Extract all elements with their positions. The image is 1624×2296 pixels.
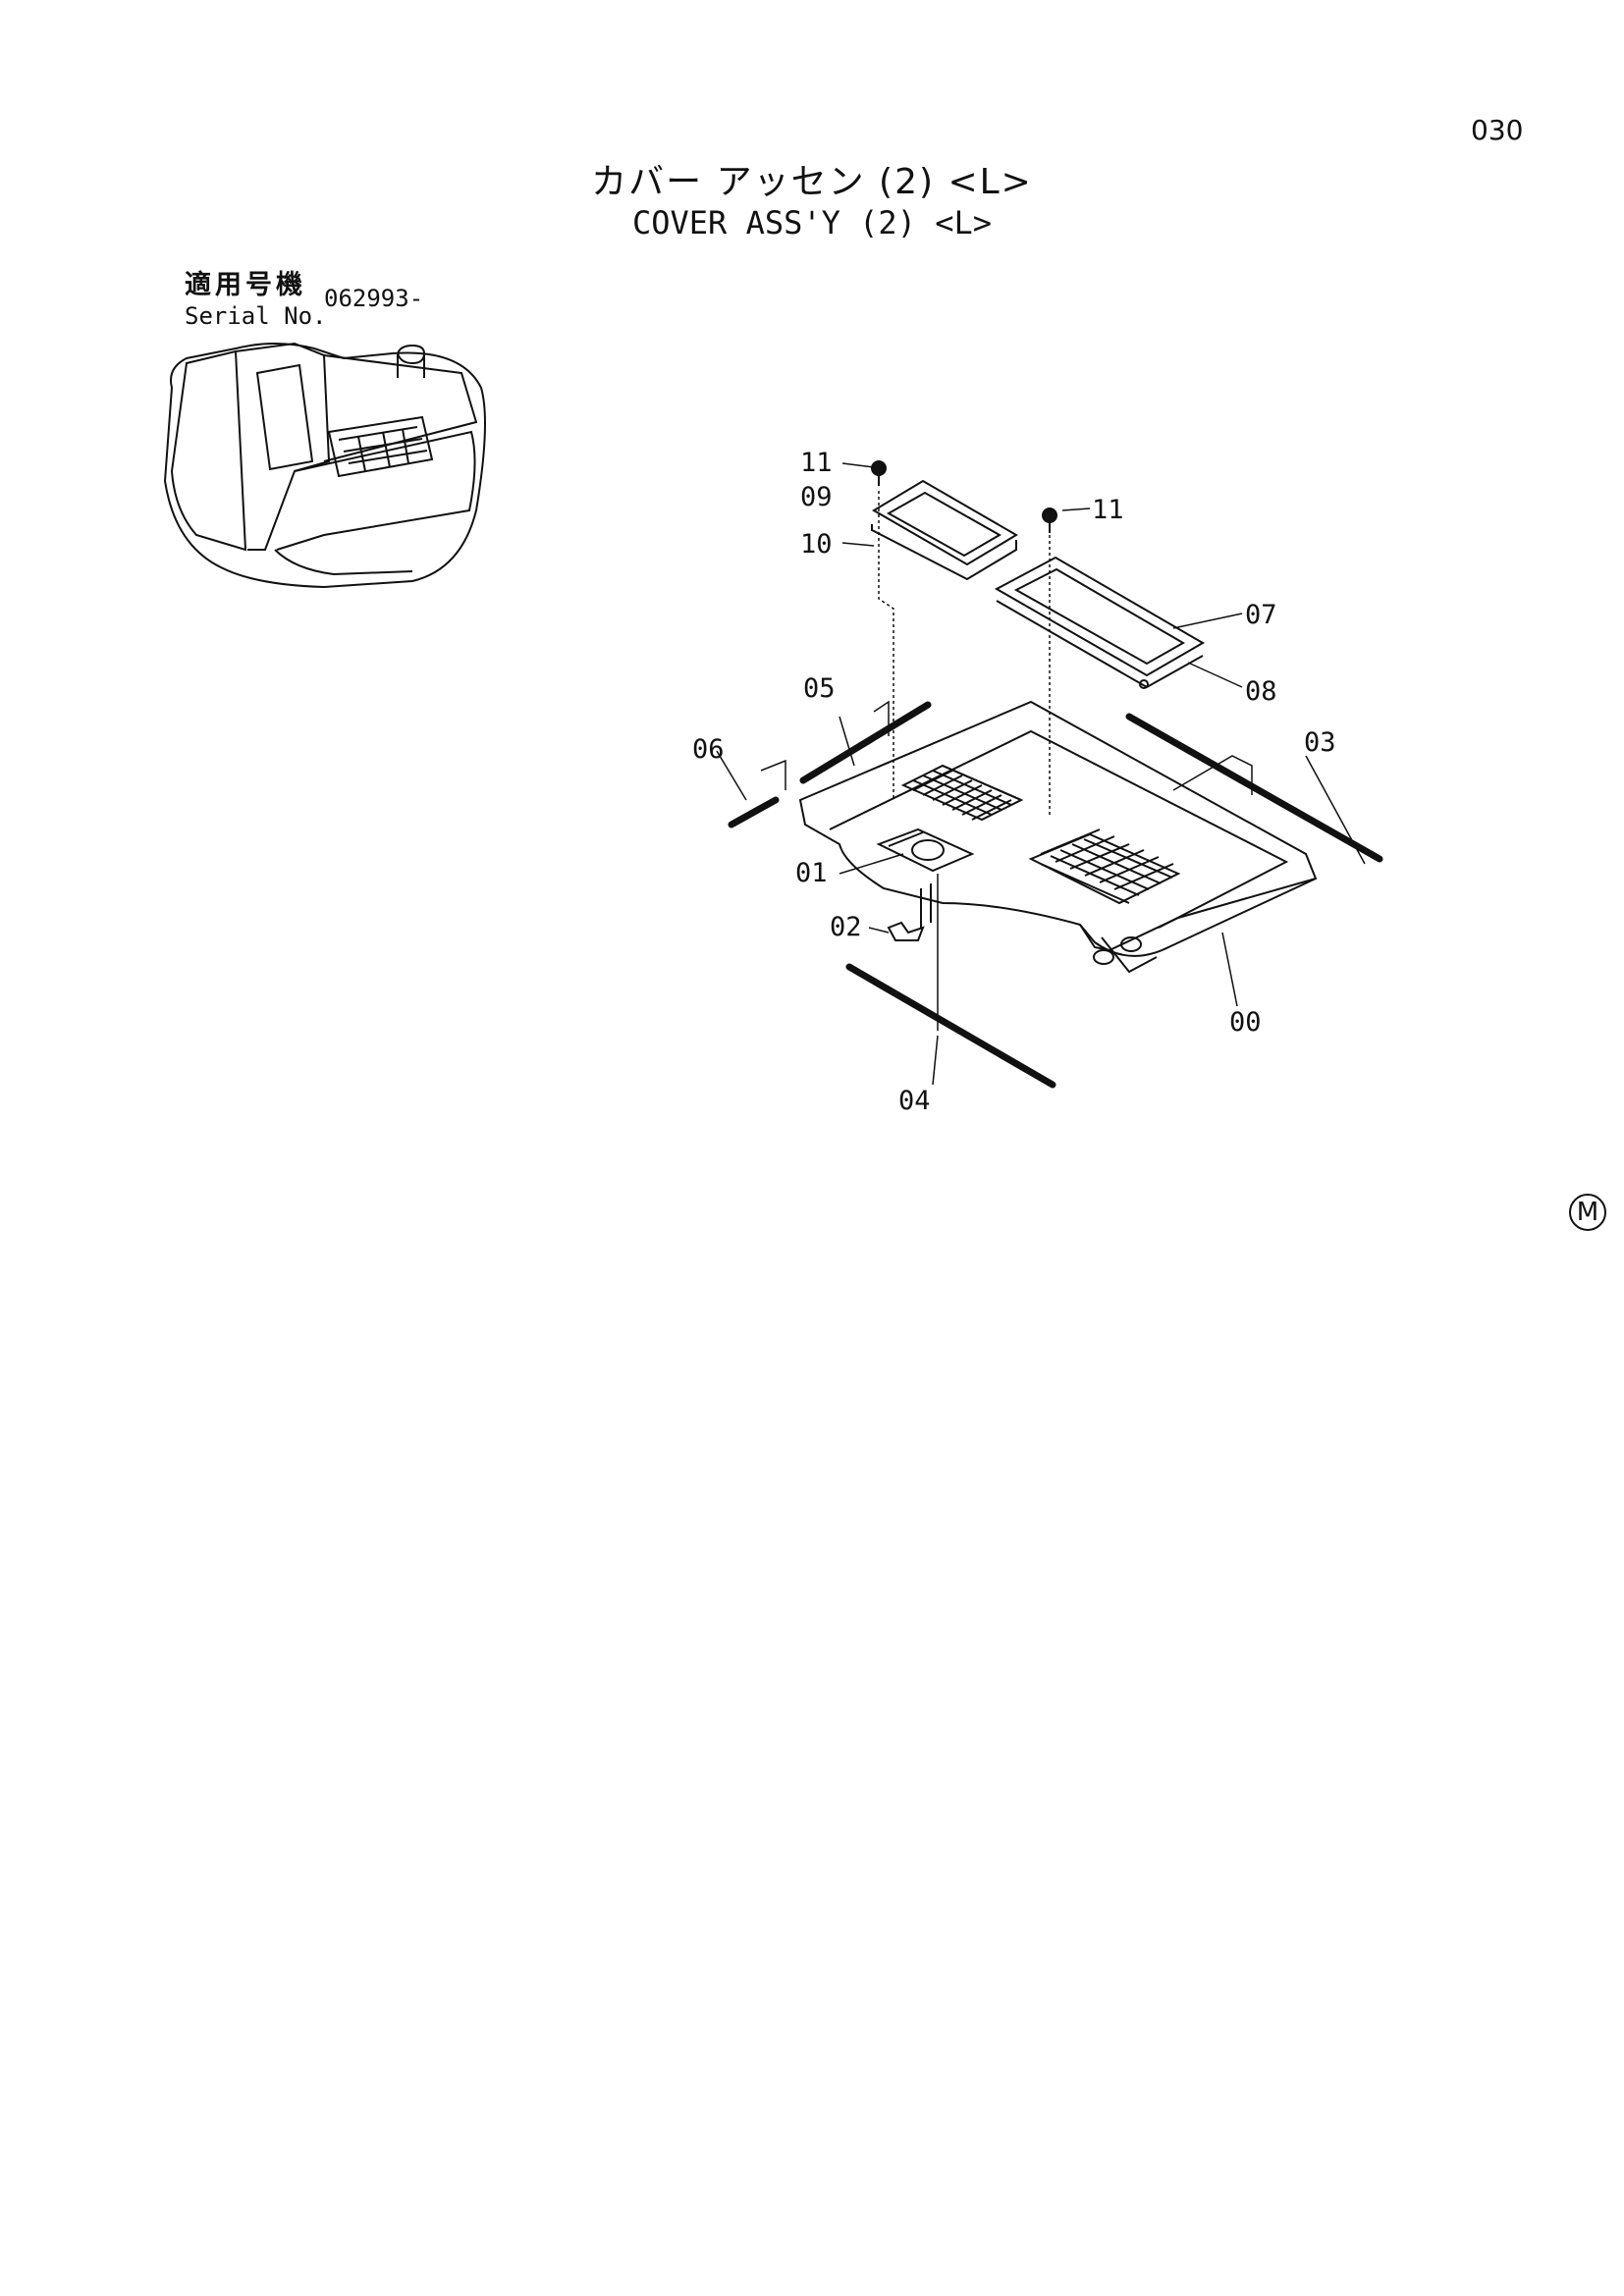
callout-08: 08 xyxy=(1245,676,1277,707)
cover-plates xyxy=(871,479,1205,689)
excavator-thumbnail xyxy=(163,342,486,589)
callout-04: 04 xyxy=(898,1086,931,1116)
page-number: 030 xyxy=(1471,114,1524,146)
callout-11-right: 11 xyxy=(1092,495,1124,525)
leader-lines xyxy=(716,462,1366,1086)
title-japanese: カバー アッセン (2) <L> xyxy=(591,162,1033,202)
seal-strips xyxy=(728,701,1383,1089)
callout-00: 00 xyxy=(1229,1007,1262,1038)
callout-02: 02 xyxy=(830,912,862,942)
callout-06: 06 xyxy=(692,734,725,765)
callout-10: 10 xyxy=(800,529,833,560)
callout-05: 05 xyxy=(803,673,836,704)
title-english: COVER ASS'Y (2) <L> xyxy=(631,204,993,241)
serial-label-japanese: 適用号機 xyxy=(185,270,306,300)
serial-number: 062993- xyxy=(324,285,424,312)
callout-09: 09 xyxy=(800,482,833,512)
floor-plate xyxy=(798,700,1318,974)
callout-07: 07 xyxy=(1245,600,1277,630)
callout-03: 03 xyxy=(1304,727,1336,758)
bolt-icons xyxy=(871,460,1057,533)
callout-11-left: 11 xyxy=(800,448,833,478)
serial-label-english: Serial No. xyxy=(185,302,327,330)
callout-labels: 11 09 10 11 07 08 03 05 06 01 02 00 04 xyxy=(692,448,1336,1116)
m-mark-icon: M xyxy=(1569,1194,1606,1231)
callout-01: 01 xyxy=(795,858,828,888)
